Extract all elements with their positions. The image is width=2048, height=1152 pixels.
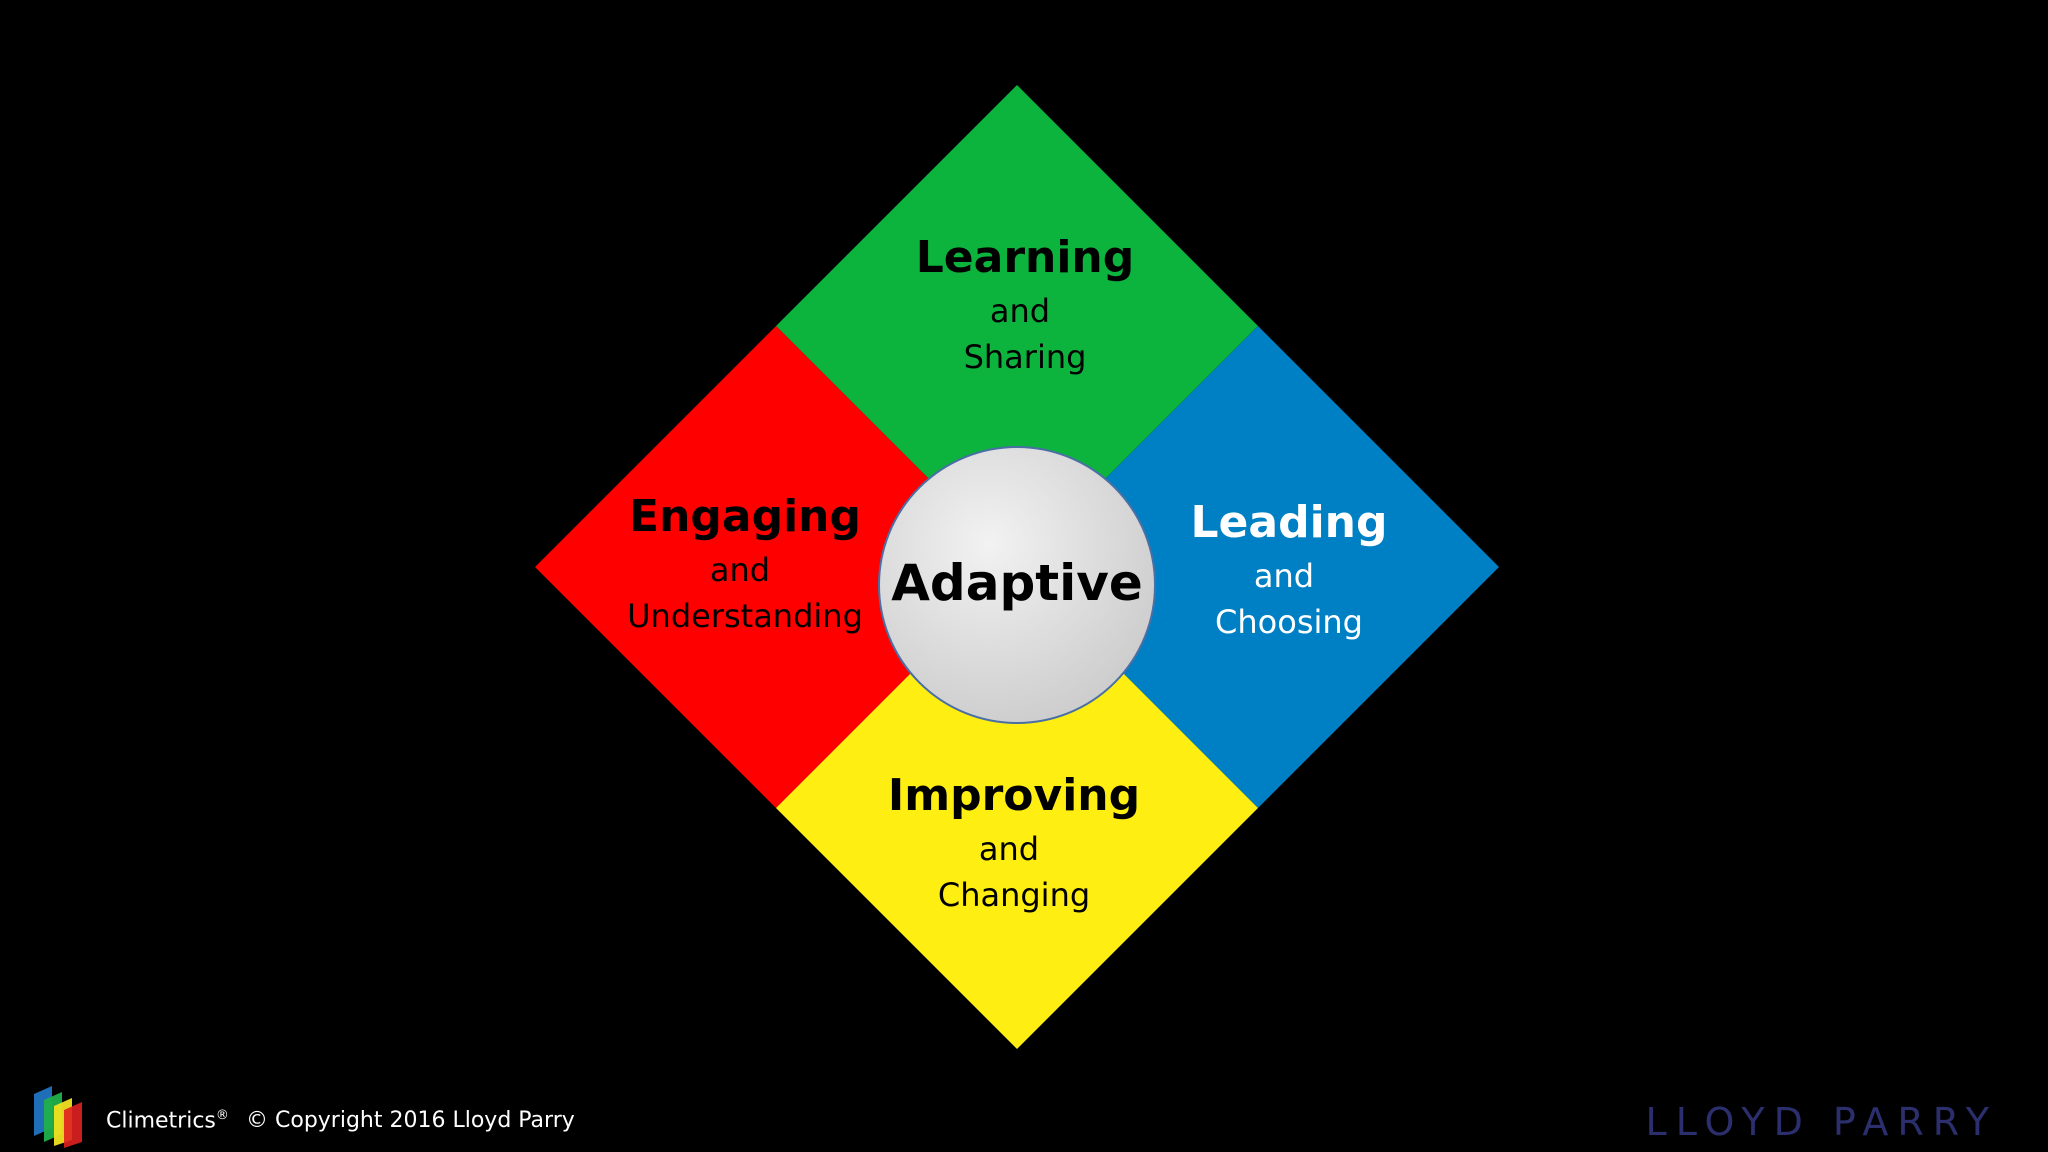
brand-name: Climetrics bbox=[106, 1108, 216, 1134]
quadrant-improving-and: and bbox=[979, 830, 1039, 868]
company-logo-text: LLOYD PARRY bbox=[1645, 1100, 1998, 1144]
quadrant-engaging-sub: Understanding bbox=[627, 597, 863, 635]
quadrant-improving-sub: Changing bbox=[938, 876, 1090, 914]
quadrant-leading-title: Leading bbox=[1191, 497, 1388, 548]
footer-copyright: © Copyright 2016 Lloyd Parry bbox=[246, 1108, 575, 1133]
quadrant-learning-title: Learning bbox=[916, 232, 1135, 283]
quadrant-engaging-and: and bbox=[710, 551, 770, 589]
quadrant-engaging-title: Engaging bbox=[629, 491, 861, 542]
quadrant-leading-sub: Choosing bbox=[1215, 603, 1363, 641]
brand-registered-mark: ® bbox=[215, 1108, 229, 1123]
center-label: Adaptive bbox=[891, 554, 1143, 612]
center-circle bbox=[878, 446, 1156, 724]
quadrant-improving bbox=[776, 567, 1258, 1049]
footer-brand: Climetrics® bbox=[106, 1108, 229, 1133]
quadrant-improving-title: Improving bbox=[888, 770, 1140, 821]
quadrant-learning-sub: Sharing bbox=[964, 338, 1087, 376]
quadrant-leading-and: and bbox=[1254, 557, 1314, 595]
cube-stack-icon bbox=[34, 1086, 82, 1148]
quadrant-learning-and: and bbox=[990, 292, 1050, 330]
